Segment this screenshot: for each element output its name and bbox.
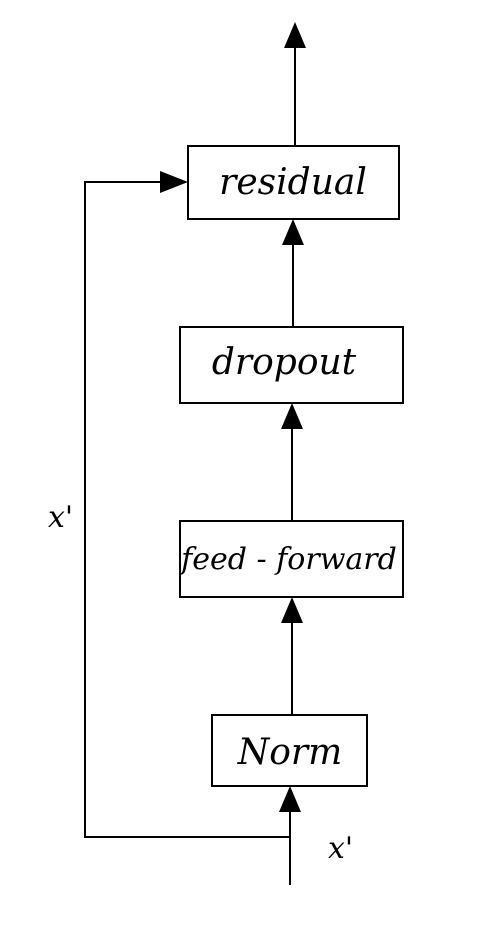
norm-to-ffn-arrowhead <box>281 597 303 623</box>
input-label: x' <box>328 831 353 866</box>
residual-box <box>187 145 400 220</box>
ffn-to-dropout-arrowhead <box>281 403 303 429</box>
skip-connection-arrowhead <box>160 171 188 193</box>
dropout-to-residual-arrowhead <box>282 219 304 245</box>
dropout-box <box>179 326 404 404</box>
feed-forward-node: feed - forward <box>179 520 404 598</box>
dropout-label: dropout <box>212 342 357 383</box>
output-arrowhead <box>284 22 306 48</box>
feed-forward-label: feed - forward <box>179 542 397 577</box>
norm-node: Norm <box>211 714 368 787</box>
skip-connection-label: x' <box>48 500 73 535</box>
residual-label: residual <box>219 162 367 203</box>
feed-forward-box <box>179 520 404 598</box>
residual-node: residual <box>187 145 400 220</box>
input-arrowhead <box>279 786 301 812</box>
skip-connection-line <box>84 181 290 838</box>
norm-label: Norm <box>237 732 343 773</box>
dropout-node: dropout <box>179 326 404 404</box>
norm-box <box>211 714 368 787</box>
